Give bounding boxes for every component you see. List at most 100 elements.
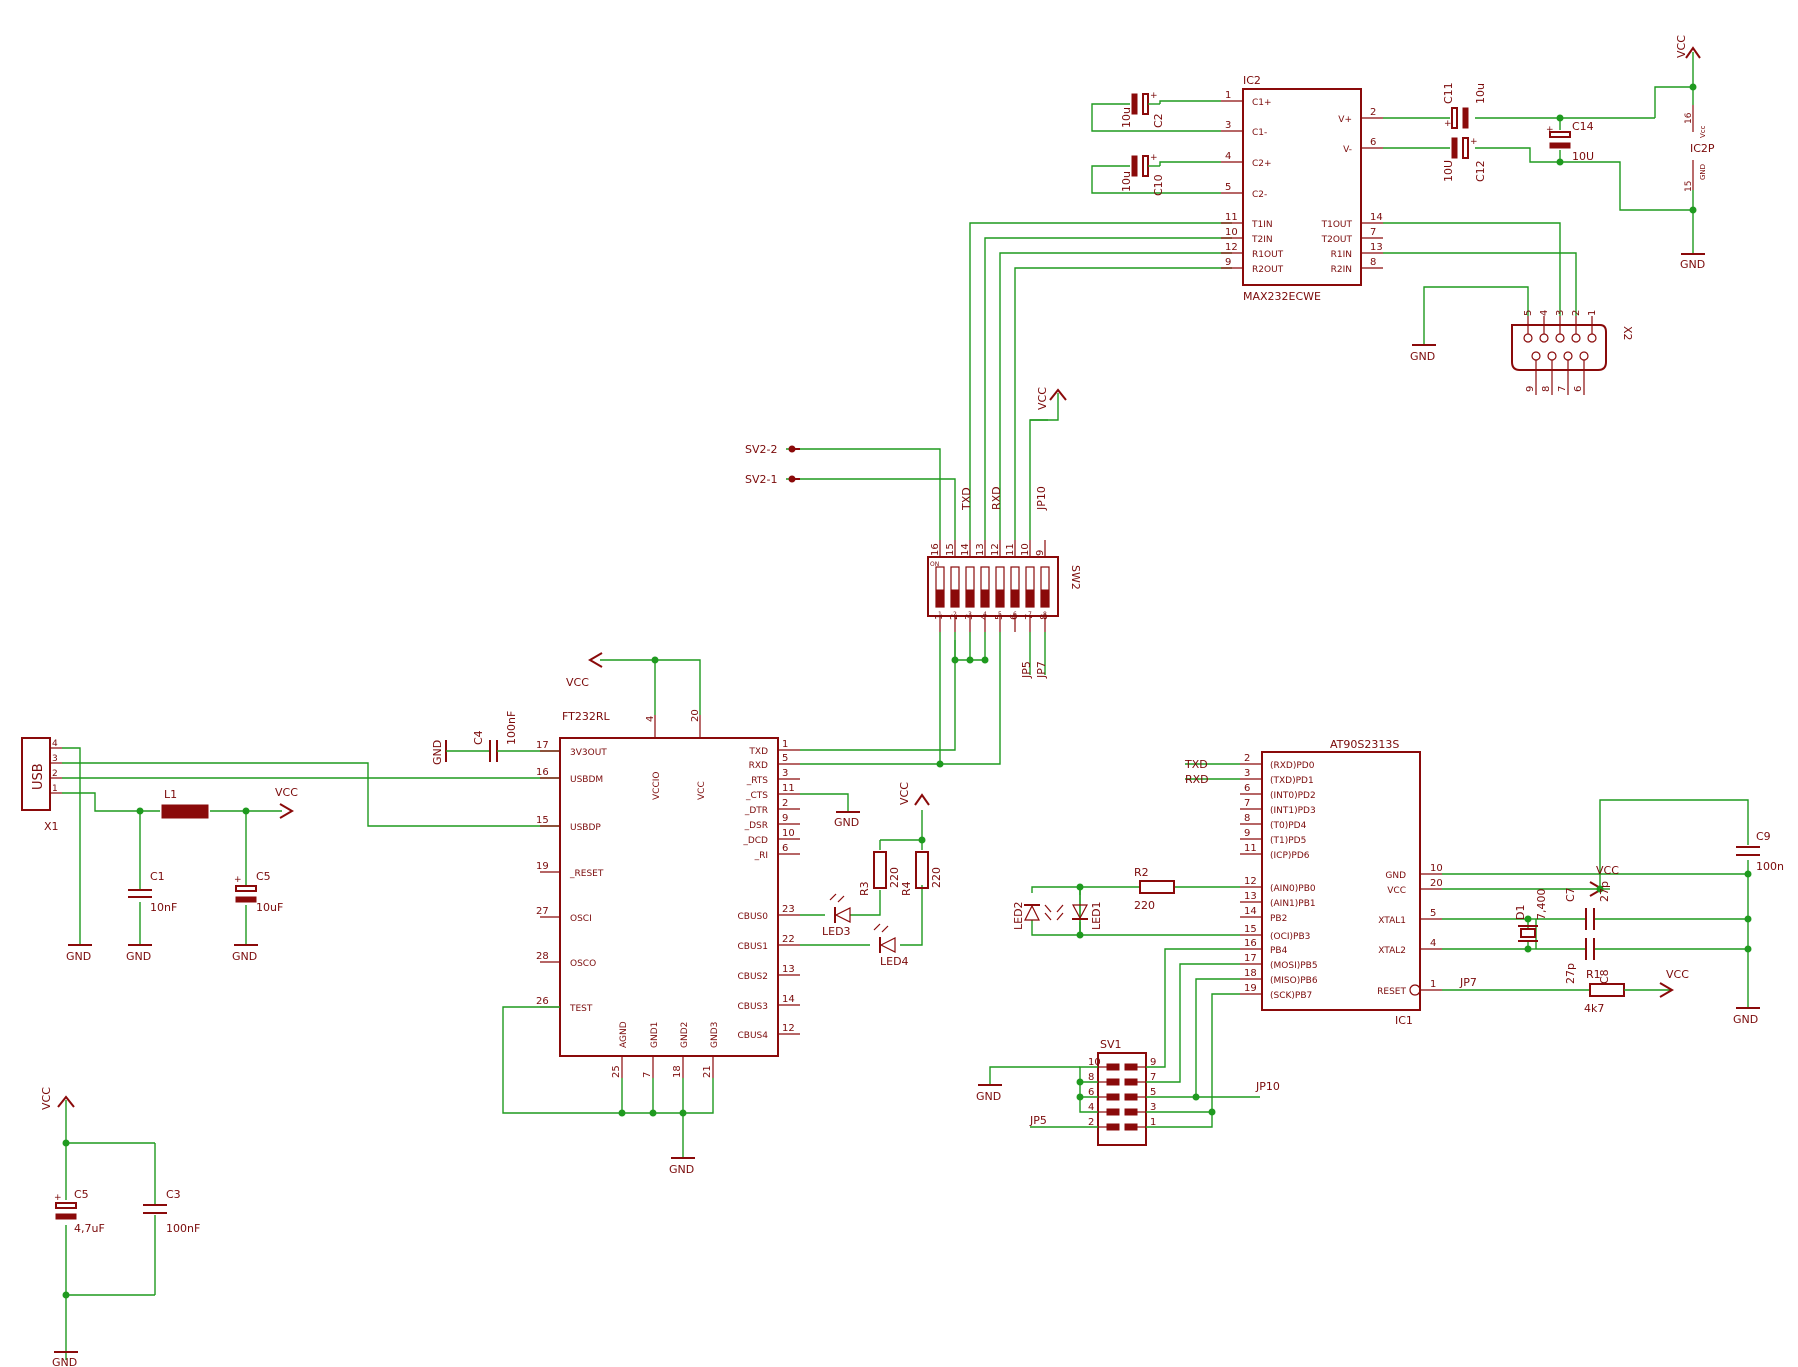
svg-text:GND: GND	[66, 950, 91, 963]
max232-pin-label: T2IN	[1251, 235, 1273, 245]
ft232-pin-num: 4	[645, 716, 656, 722]
x2-pin-num: 4	[1539, 310, 1550, 316]
svg-text:LED1: LED1	[1090, 901, 1103, 930]
ic2p-power: VCC 16 Vcc IC2P GND 15 GND	[1675, 35, 1715, 271]
ft232-pin-label: USBDM	[570, 775, 603, 785]
svg-text:C14: C14	[1572, 120, 1594, 133]
max232-pin-label: C1-	[1252, 128, 1267, 138]
ft232-uart-wires	[800, 640, 1001, 768]
capacitor-c8: 27p C8	[1564, 938, 1611, 984]
svg-text:C11: C11	[1442, 82, 1455, 104]
sv1-pin-num: 9	[1150, 1057, 1156, 1068]
max232-pin-num: 9	[1225, 257, 1231, 268]
svg-text:R4: R4	[900, 881, 913, 896]
sw2-switch-num: 1	[938, 611, 942, 618]
svg-text:+: +	[1150, 91, 1158, 101]
x2-pin-num: 1	[1587, 310, 1598, 316]
svg-text:LED3: LED3	[822, 925, 851, 938]
sw2-upper-wires	[786, 222, 1232, 540]
ft232-pin-num: 11	[782, 783, 795, 794]
svg-text:GND: GND	[669, 1163, 694, 1176]
svg-text:VCC: VCC	[1036, 387, 1049, 410]
usb-wires	[62, 747, 560, 945]
avr-pin-num: 14	[1244, 906, 1257, 917]
svg-text:27p: 27p	[1564, 963, 1577, 984]
capacitor-c1: C1 10nF	[128, 870, 177, 914]
avr-pin-num: 3	[1244, 768, 1250, 779]
usb-pin-1: 1	[52, 784, 58, 794]
ft232-pin-label: _DTR	[744, 806, 768, 816]
max232-pin-label: R2IN	[1331, 265, 1352, 275]
max232-pin-num: 14	[1370, 212, 1383, 223]
usb-pin-2: 2	[52, 769, 58, 779]
svg-text:JP7: JP7	[1459, 976, 1477, 989]
svg-text:+: +	[1546, 125, 1554, 135]
led4: LED4	[873, 923, 909, 968]
x2-pin-num: 7	[1557, 386, 1568, 392]
svg-text:10uF: 10uF	[256, 901, 283, 914]
ft232-pin-label: TXD	[748, 747, 768, 757]
sw2-switch-num: 8	[1043, 611, 1047, 618]
x2-pin-num: 6	[1573, 386, 1584, 392]
avr-pin-label: (OCI)PB3	[1270, 932, 1310, 942]
sw2-pin-num: 10	[1020, 543, 1031, 556]
ft232-pin-num: 16	[536, 767, 549, 778]
max232-pin-label: C2-	[1252, 190, 1267, 200]
avr-pin-label: VCC	[1387, 886, 1406, 896]
ft232-pin-label: 3V3OUT	[570, 748, 607, 758]
capacitor-c9: C9 100n	[1736, 830, 1784, 873]
resistor-r1	[1589, 983, 1625, 997]
max232-pin-num: 8	[1370, 257, 1376, 268]
capacitor-c10: + 10u C10	[1120, 153, 1165, 196]
avr-pin-label: (AIN1)PB1	[1270, 899, 1316, 909]
max232-pin-label: C1+	[1252, 98, 1272, 108]
ft232-pin-num: 22	[782, 934, 795, 945]
resistor-r4	[915, 851, 929, 889]
ft232-pin-num: 17	[536, 740, 549, 751]
svg-text:C10: C10	[1152, 174, 1165, 196]
usb-body	[21, 737, 51, 811]
ft232-gnd-wires: GND	[502, 1006, 714, 1176]
svg-text:SV2-1: SV2-1	[745, 473, 777, 486]
inductor-l1: L1	[161, 788, 209, 819]
vcc-symbol-usb: VCC	[275, 786, 298, 819]
svg-text:+: +	[1444, 119, 1452, 129]
avr-pin-label: (MOSI)PB5	[1270, 961, 1318, 971]
sw2-lower-wires	[939, 632, 1046, 675]
svg-text:JP7: JP7	[1035, 661, 1048, 679]
capacitor-c7: C7 27p	[1564, 881, 1611, 930]
capacitor-c14: + C14 10U	[1546, 120, 1594, 163]
svg-text:X2: X2	[1621, 326, 1634, 341]
sw2-switch-num: 6	[1013, 611, 1017, 618]
avr-pin-label: (INT1)PD3	[1270, 806, 1316, 816]
ft232-ref: FT232RL	[562, 710, 610, 723]
svg-text:JP5: JP5	[1020, 661, 1033, 679]
capacitor-c2: + 10u C2	[1120, 91, 1165, 128]
sw2-switch-num: 3	[968, 611, 972, 618]
avr-uart-labels: TXD RXD	[1184, 758, 1240, 786]
x2-pin-num: 8	[1541, 386, 1552, 392]
ft232-pin-num: 21	[702, 1065, 713, 1078]
avr-pin-num: 7	[1244, 798, 1250, 809]
capacitor-c3: C3 100nF	[143, 1188, 200, 1235]
led3: LED3	[822, 893, 851, 938]
max232-pin-label: C2+	[1252, 159, 1272, 169]
svg-text:C7: C7	[1564, 887, 1577, 902]
avr-pin-label: PB2	[1270, 914, 1287, 924]
avr-pin-num: 17	[1244, 953, 1257, 964]
svg-text:RXD: RXD	[990, 486, 1003, 510]
svg-text:GND: GND	[976, 1090, 1001, 1103]
l1-ref: L1	[164, 788, 177, 801]
svg-text:10nF: 10nF	[150, 901, 177, 914]
ft232-pin-num: 9	[782, 813, 788, 824]
svg-text:+: +	[234, 875, 242, 885]
sw2-pin-num: 12	[990, 543, 1001, 556]
svg-text:VCC: VCC	[1666, 968, 1689, 981]
ic-max232: IC2 MAX232ECWE 1C1+3C1-4C2+5C2-11T1IN10T…	[1221, 74, 1383, 303]
led2: LED2	[1012, 901, 1052, 930]
avr-pin-num: 18	[1244, 968, 1257, 979]
ft232-pin-label: TEST	[569, 1004, 593, 1014]
ft232-pin-num: 5	[782, 753, 788, 764]
avr-ref: IC1	[1395, 1014, 1413, 1027]
ft232-pin-label: AGND	[619, 1021, 629, 1048]
